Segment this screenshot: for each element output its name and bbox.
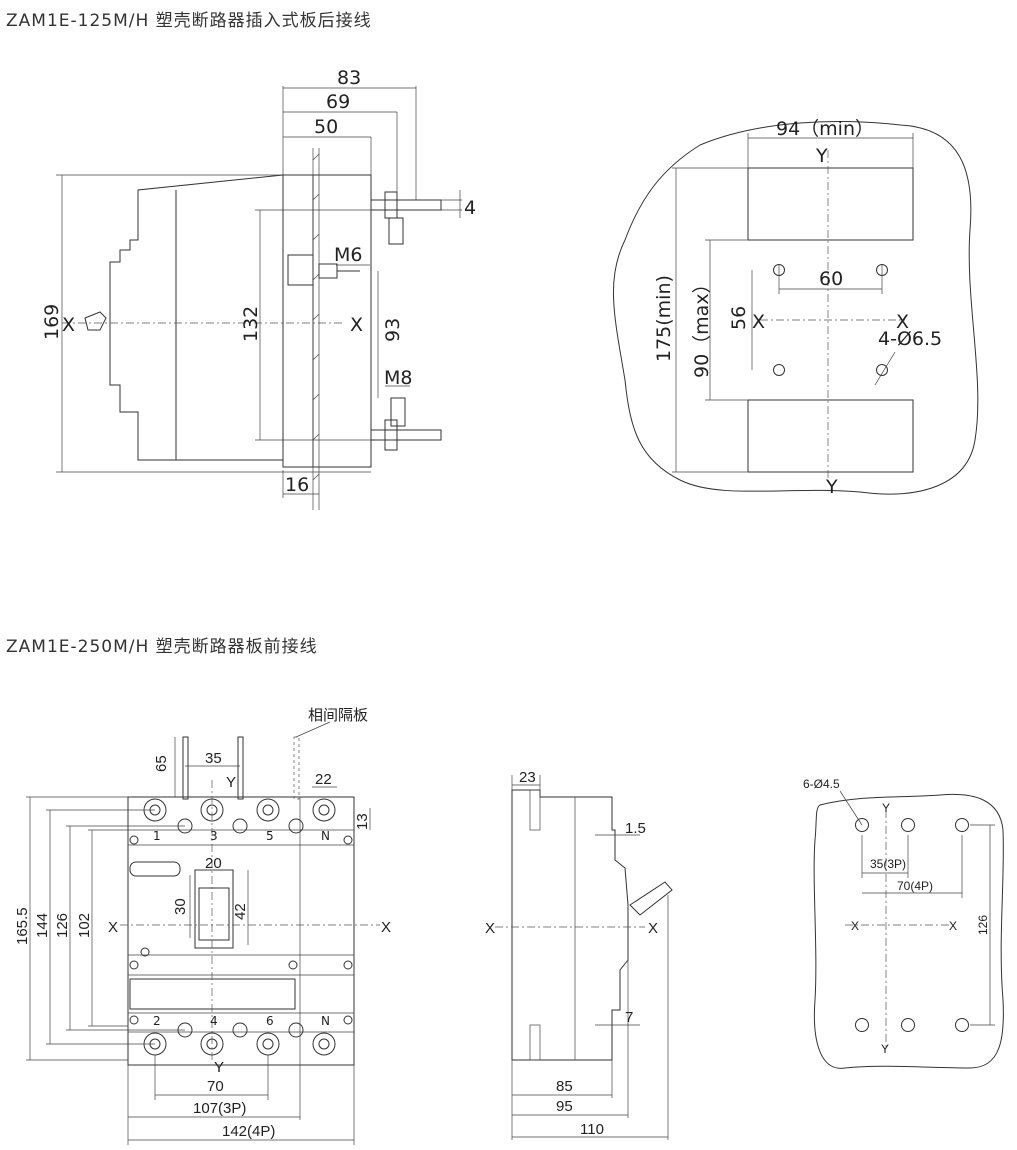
dim-94-min: 94（min） (776, 118, 874, 140)
cutout-view-125m: 94（min） Y Y 60 X X 4-Ø6.5 56 175(min) 90… (613, 118, 979, 498)
axis-y-bottom: Y (825, 476, 838, 498)
dim-56: 56 (728, 306, 750, 330)
dim-70: 70 (207, 1078, 224, 1095)
dim-165-5: 165.5 (14, 907, 31, 945)
dim-7: 7 (625, 1009, 633, 1026)
dim-30: 30 (172, 898, 189, 915)
axis-y-bottom: Y (881, 1042, 889, 1056)
label-m6: M6 (334, 244, 362, 266)
terminal-label-2: 2 (153, 1014, 161, 1028)
dim-1-5: 1.5 (625, 820, 646, 837)
dim-22: 22 (315, 771, 332, 788)
dim-35-3p: 35(3P) (870, 857, 906, 871)
axis-x-right: X (648, 920, 658, 937)
front-view-250m: 65 35 Y 22 13 相间隔板 20 30 42 165.5 144 12… (14, 706, 391, 1145)
terminal-label-4: 4 (210, 1014, 218, 1028)
axis-x-right: X (381, 919, 391, 936)
axis-y-bottom: Y (214, 1059, 224, 1076)
axis-x-right: X (949, 919, 957, 933)
dim-69: 69 (326, 91, 350, 113)
dim-20: 20 (205, 855, 222, 872)
cutout-view-250m: 6-Ø4.5 Y 35(3P) 70(4P) X X Y 126 (803, 777, 1004, 1069)
dim-4: 4 (464, 197, 476, 219)
dim-175-min: 175(min) (653, 275, 675, 362)
terminal-label-n-top: N (321, 829, 330, 843)
axis-x-left: X (485, 920, 495, 937)
dim-169: 169 (41, 304, 63, 340)
label-4-holes: 4-Ø6.5 (878, 328, 942, 350)
terminal-label-1: 1 (153, 829, 161, 843)
side-view-125m: 83 69 50 4 M6 M8 X X 16 169 132 93 (41, 67, 476, 510)
dim-144: 144 (34, 913, 51, 938)
dim-23: 23 (519, 769, 536, 786)
terminal-label-6: 6 (266, 1014, 274, 1028)
axis-x-left: X (108, 919, 118, 936)
dim-50: 50 (314, 116, 338, 138)
label-6-holes: 6-Ø4.5 (803, 777, 840, 791)
terminal-label-3: 3 (210, 829, 218, 843)
dim-42: 42 (232, 903, 249, 920)
dim-13: 13 (354, 813, 371, 830)
dim-126: 126 (54, 913, 71, 938)
dim-107-3p: 107(3P) (193, 1100, 246, 1117)
axis-y-top: Y (226, 774, 236, 791)
axis-y-top: Y (882, 801, 890, 815)
terminal-label-5: 5 (266, 829, 274, 843)
dim-126: 126 (976, 915, 990, 935)
dim-60: 60 (819, 268, 843, 290)
label-phase-partition: 相间隔板 (308, 706, 368, 724)
dim-93: 93 (382, 318, 404, 342)
side-view-250m: 23 1.5 7 85 95 110 X X (485, 769, 673, 1140)
dim-85: 85 (556, 1078, 573, 1095)
axis-x-left: X (62, 314, 75, 336)
dim-102: 102 (76, 913, 93, 938)
label-m8: M8 (384, 367, 412, 389)
section-title-125m: ZAM1E-125M/H 塑壳断路器插入式板后接线 (6, 11, 372, 31)
section-title-250m: ZAM1E-250M/H 塑壳断路器板前接线 (6, 637, 318, 657)
dim-16: 16 (285, 474, 309, 496)
axis-x-left: X (851, 919, 859, 933)
dim-132: 132 (240, 306, 262, 342)
dim-95: 95 (556, 1098, 573, 1115)
axis-x-left: X (752, 311, 765, 333)
terminal-label-n-bottom: N (321, 1014, 330, 1028)
dim-70-4p: 70(4P) (897, 879, 933, 893)
dim-83: 83 (337, 67, 361, 89)
dim-110: 110 (580, 1121, 604, 1138)
dim-90-max: 90（max） (691, 274, 713, 378)
axis-y-top: Y (815, 145, 828, 167)
dim-142-4p: 142(4P) (222, 1123, 275, 1140)
axis-x-right: X (896, 311, 909, 333)
dim-35: 35 (205, 750, 222, 767)
axis-x-right: X (350, 314, 363, 336)
dim-65: 65 (153, 755, 170, 772)
